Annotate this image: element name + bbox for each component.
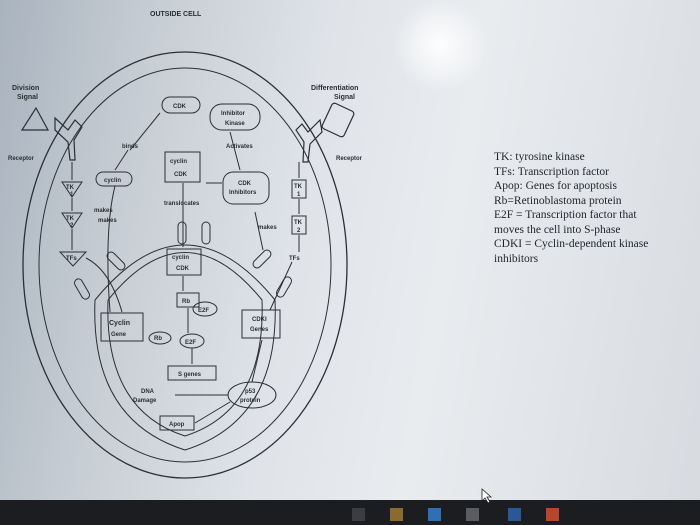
dna-damage-label-2: Damage (133, 398, 157, 404)
differentiation-signal-shape (321, 102, 355, 138)
legend-line: TK: tyrosine kinase (494, 150, 694, 165)
s-genes-label: S genes (178, 372, 202, 378)
cyclin-label-left: cyclin (104, 178, 121, 184)
arrow (195, 402, 230, 423)
powerpoint-icon[interactable] (546, 508, 559, 521)
legend-line: Rb=Retinoblastoma protein (494, 194, 694, 209)
taskbar (0, 500, 700, 525)
activates-label: Activates (226, 144, 253, 150)
receptor-right-label: Receptor (336, 156, 363, 162)
cdki-genes-label-1: CDKI (252, 317, 267, 323)
arrow (252, 340, 262, 382)
tk-left-1-label: TK (66, 185, 75, 191)
cdk-inhibitors-box (223, 172, 269, 204)
division-signal-shape (22, 108, 48, 130)
dna-damage-label-1: DNA (141, 389, 155, 395)
tk-right-1-num: 1 (297, 192, 301, 198)
word-icon[interactable] (508, 508, 521, 521)
e2f-free-label: E2F (185, 340, 196, 346)
cdk-nuclear-label: CDK (176, 266, 190, 272)
cdk-inhibitors-label-2: Inhibitors (229, 190, 257, 196)
receptor-left-label: Receptor (8, 156, 35, 162)
cell-membrane-inner (39, 68, 331, 462)
outside-cell-label: OUTSIDE CELL (150, 11, 202, 18)
rb-label: Rb (182, 299, 190, 305)
tfs-right-label: TFs (289, 256, 300, 262)
arrow (230, 132, 240, 170)
legend-line: TFs: Transcription factor (494, 165, 694, 180)
store-icon[interactable] (466, 508, 479, 521)
binds-label: binds (122, 144, 139, 150)
receptor-right (296, 120, 322, 162)
cdki-genes-label-2: Genes (250, 327, 269, 333)
nuclear-pore (251, 248, 272, 269)
cdk-inhibitors-label-1: CDK (238, 181, 252, 187)
tk-right-2-num: 2 (297, 228, 301, 234)
tfs-left-label: TFs (66, 256, 77, 262)
cyclin-nuclear-label: cyclin (172, 255, 189, 261)
mouse-cursor-icon (481, 488, 493, 504)
legend-line: E2F = Transcription factor that (494, 208, 694, 223)
makes-right-label: makes (258, 225, 277, 231)
p53-label: p53 (245, 389, 256, 395)
tk-left-2-label: TK (66, 216, 75, 222)
cyclin-gene-label-2: Gene (111, 332, 127, 338)
rb-free-label: Rb (154, 336, 162, 342)
arrow (86, 258, 122, 312)
makes-left-label: makes (94, 208, 113, 214)
nucleus-envelope (95, 245, 276, 450)
cyclin-label-center: cyclin (170, 159, 187, 165)
edge-browser-icon[interactable] (428, 508, 441, 521)
division-signal-label-1: Division (12, 85, 39, 92)
nuclear-pore (202, 222, 210, 244)
receptor-left (55, 118, 82, 160)
p53-protein-label: protein (240, 398, 261, 404)
legend-text: TK: tyrosine kinase TFs: Transcription f… (494, 150, 694, 266)
nuclear-pore (178, 222, 186, 244)
arrow (255, 212, 263, 250)
e2f-bound-label: E2F (198, 308, 209, 314)
legend-line: CDKI = Cyclin-dependent kinase (494, 237, 694, 252)
file-explorer-icon[interactable] (390, 508, 403, 521)
cdk-label-center: CDK (174, 172, 188, 178)
legend-line: inhibitors (494, 252, 694, 267)
translocates-label: translocates (164, 201, 200, 207)
makes-left-2-label: makes (98, 218, 117, 224)
cdk-top-label: CDK (173, 104, 187, 110)
differentiation-signal-label-1: Differentiation (311, 85, 358, 92)
apop-label: Apop (169, 422, 185, 428)
p53-ellipse (228, 382, 276, 408)
tk-right-2-label: TK (294, 220, 303, 226)
arrow (115, 150, 128, 170)
kinase-label: Kinase (225, 121, 245, 127)
nuclear-pore (73, 277, 91, 300)
legend-line: moves the cell into S-phase (494, 223, 694, 238)
differentiation-signal-label-2: Signal (334, 94, 355, 101)
legend-line: Apop: Genes for apoptosis (494, 179, 694, 194)
inhibitor-label: Inhibitor (221, 111, 246, 117)
division-signal-label-2: Signal (17, 94, 38, 101)
nuclear-pore (105, 250, 126, 271)
cyclin-gene-label-1: Cyclin (109, 320, 130, 327)
tk-right-1-label: TK (294, 184, 303, 190)
task-view-icon[interactable] (352, 508, 365, 521)
